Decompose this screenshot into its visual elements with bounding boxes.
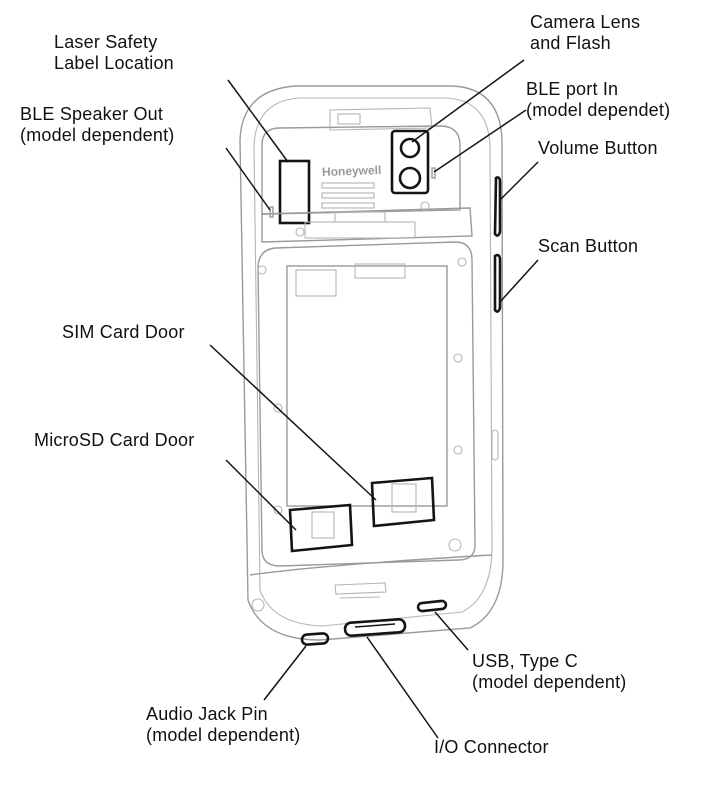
camera-module — [390, 129, 430, 195]
leader-laser — [227, 79, 289, 163]
leader-scan — [499, 259, 539, 303]
volume-button — [493, 176, 502, 237]
label-scan: Scan Button — [538, 236, 639, 256]
leader-audio — [263, 645, 307, 701]
brand-logo: Honeywell — [322, 163, 382, 179]
leader-microsd — [225, 459, 297, 531]
ble-port-in — [431, 167, 436, 179]
label-camera: Camera Lens and Flash — [530, 12, 641, 53]
leader-io — [366, 636, 439, 739]
label-ble-port: BLE port In (model dependet) — [526, 79, 671, 120]
device-housing — [239, 85, 504, 641]
label-laser-safety: Laser Safety Label Location — [54, 32, 174, 73]
leader-sim — [209, 344, 377, 501]
leader-ble-port — [433, 109, 527, 173]
leader-volume — [499, 161, 539, 201]
label-microsd: MicroSD Card Door — [34, 430, 195, 450]
label-usb: USB, Type C (model dependent) — [472, 651, 627, 692]
label-ble-speaker: BLE Speaker Out (model dependent) — [20, 104, 175, 145]
leader-ble-speaker — [225, 147, 271, 211]
microsd-card-door — [288, 503, 354, 553]
label-volume: Volume Button — [538, 138, 658, 158]
laser-label-area — [278, 159, 311, 225]
leader-camera — [411, 59, 525, 143]
label-io-connector: I/O Connector — [434, 737, 549, 757]
scan-button — [493, 253, 502, 313]
io-connector — [343, 618, 407, 637]
label-audio-jack: Audio Jack Pin (model dependent) — [146, 704, 301, 745]
audio-jack-pin — [300, 632, 330, 646]
leader-usb — [434, 611, 469, 651]
label-sim: SIM Card Door — [62, 322, 185, 342]
sim-card-door — [370, 476, 436, 528]
ble-speaker-port — [269, 206, 274, 218]
usb-type-c-port — [416, 599, 448, 613]
